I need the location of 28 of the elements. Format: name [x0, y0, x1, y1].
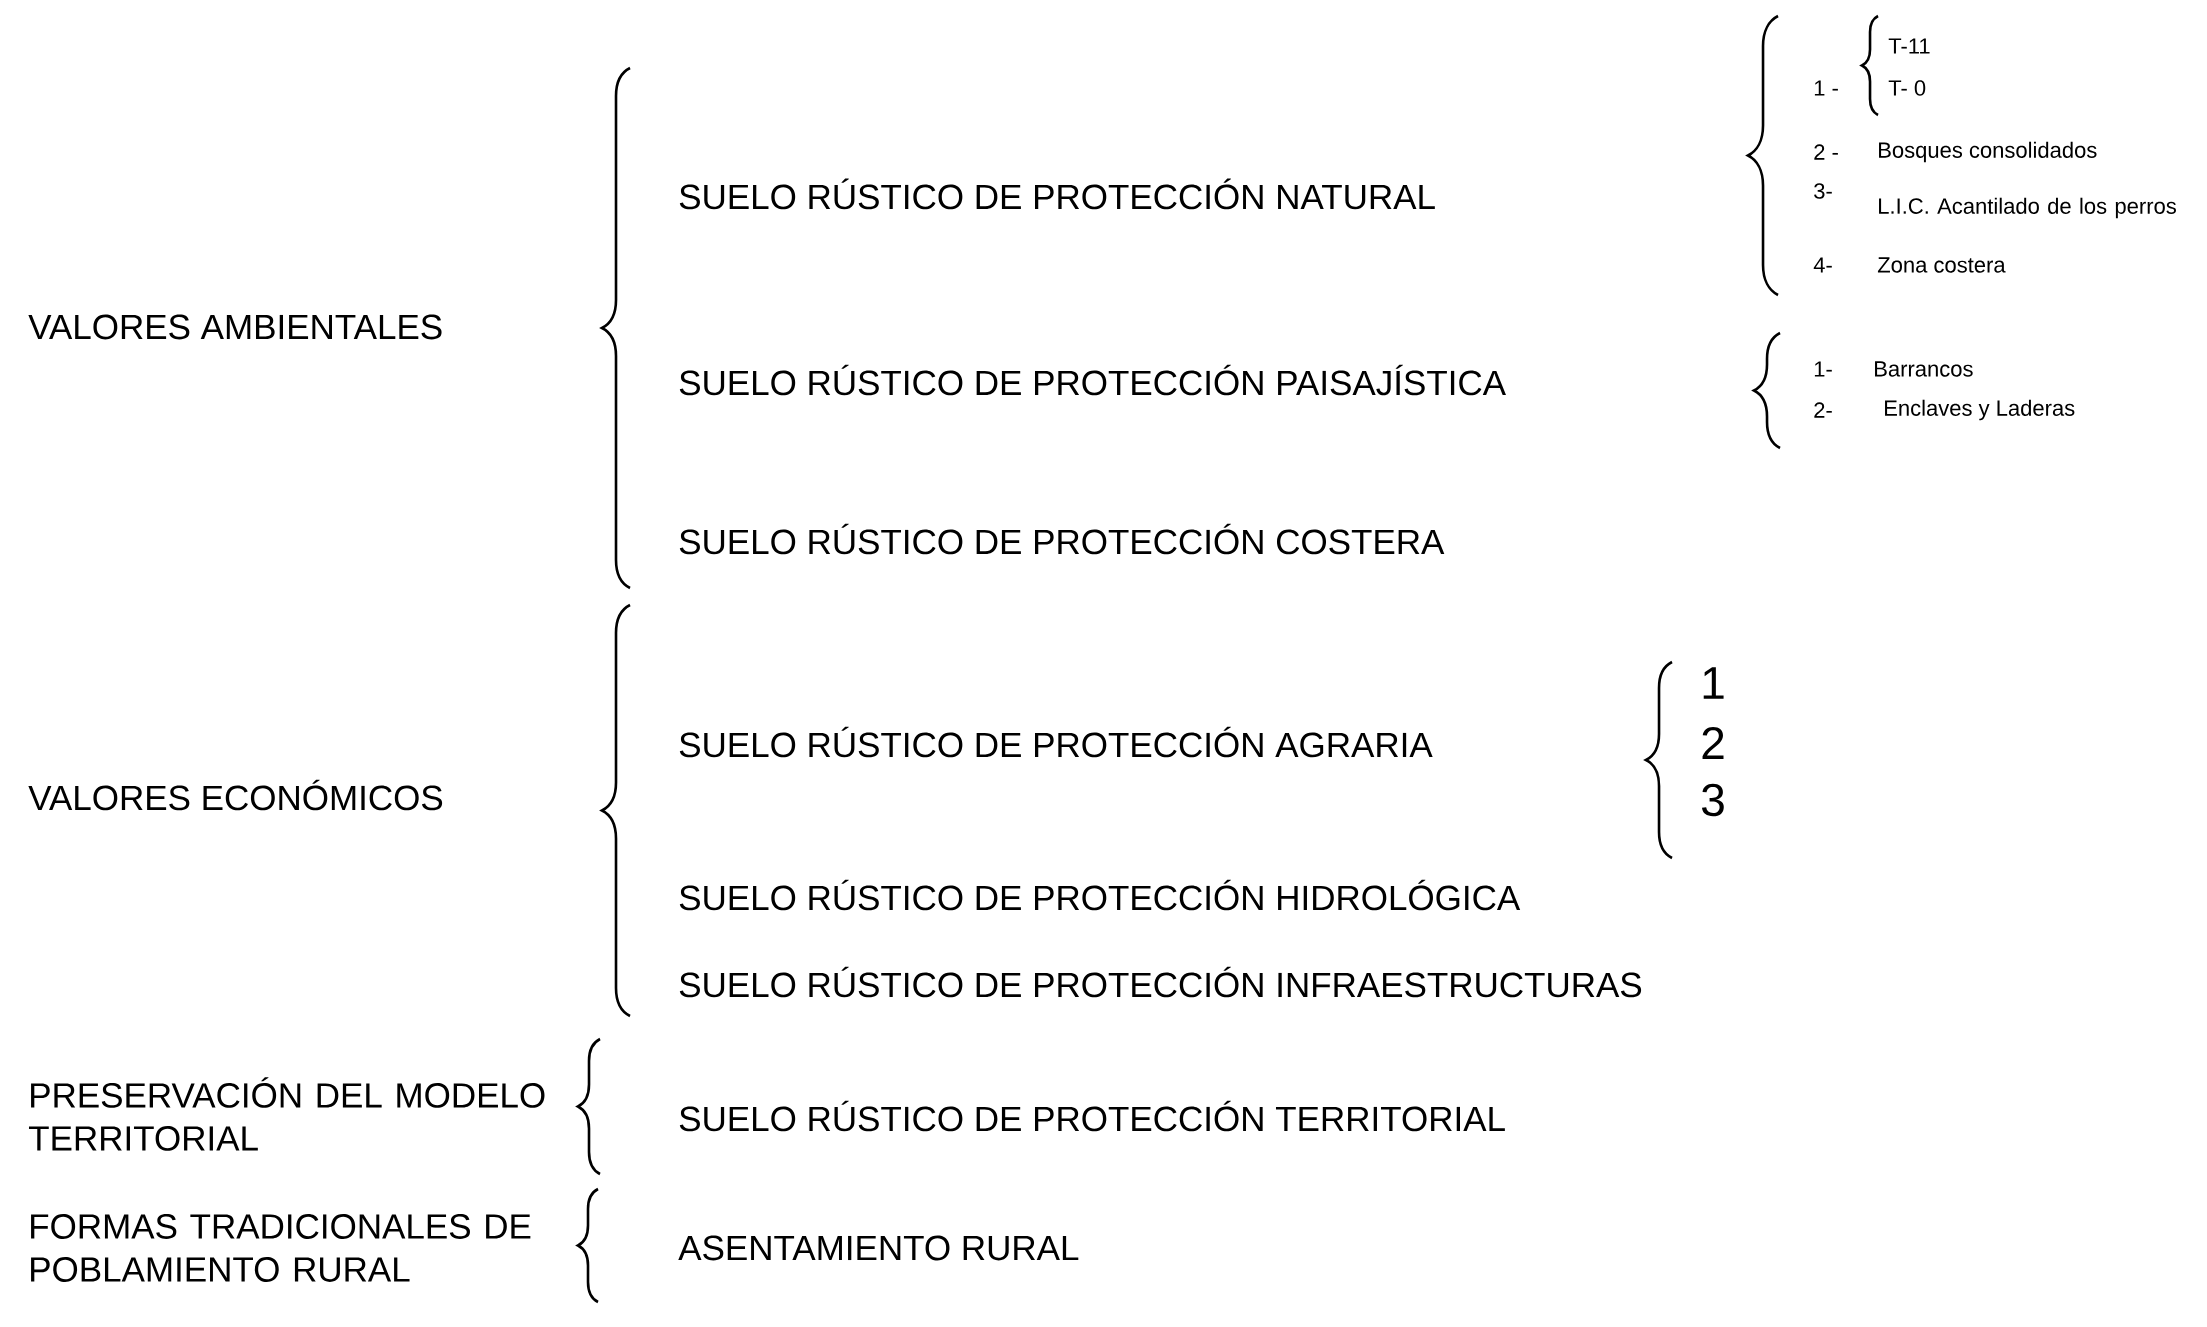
item-text: L.I.C. Acantilado de los perros: [1879, 197, 2176, 219]
item-number: 3: [1702, 783, 1724, 817]
group-heading: VALORES AMBIENTALES: [28, 314, 442, 340]
group-heading: VALORES ECONÓMICOS: [28, 779, 443, 811]
category-label: SUELO RÚSTICO DE PROTECCIÓN PAISAJÍSTICA: [679, 364, 1506, 396]
item-number: 1 -: [1814, 80, 1838, 96]
item-number: 1-: [1814, 361, 1832, 377]
category-label: SUELO RÚSTICO DE PROTECCIÓN NATURAL: [679, 178, 1435, 210]
item-text: Barrancos: [1875, 361, 1973, 377]
item-text: Bosques consolidados: [1879, 141, 2097, 163]
item-text: Zona costera: [1877, 257, 2006, 273]
item-number: 4-: [1813, 257, 1832, 273]
item-number: 2 -: [1814, 144, 1838, 160]
item-text: T-11: [1888, 38, 1930, 54]
item-text: T- 0: [1888, 80, 1926, 96]
item-number: 1: [1703, 667, 1724, 699]
category-label: ASENTAMIENTO RURAL: [678, 1235, 1079, 1261]
category-label: SUELO RÚSTICO DE PROTECCIÓN TERRITORIAL: [679, 1100, 1505, 1132]
item-number: 3-: [1814, 183, 1832, 199]
group-heading: FORMAS TRADICIONALES DE POBLAMIENTO RURAL: [31, 1214, 531, 1282]
category-label: SUELO RÚSTICO DE PROTECCIÓN HIDROLÓGICA: [679, 879, 1521, 911]
group-heading: PRESERVACIÓN DEL MODELO TERRITORIAL: [29, 1077, 545, 1151]
item-number: 2-: [1814, 402, 1832, 418]
category-label: SUELO RÚSTICO DE PROTECCIÓN INFRAESTRUCTURAS: [679, 966, 1642, 998]
category-label: SUELO RÚSTICO DE PROTECCIÓN AGRARIA: [679, 726, 1433, 758]
item-number: 2: [1702, 726, 1724, 760]
category-label: SUELO RÚSTICO DE PROTECCIÓN COSTERA: [679, 523, 1445, 555]
item-text: Enclaves y Laderas: [1885, 399, 2075, 421]
